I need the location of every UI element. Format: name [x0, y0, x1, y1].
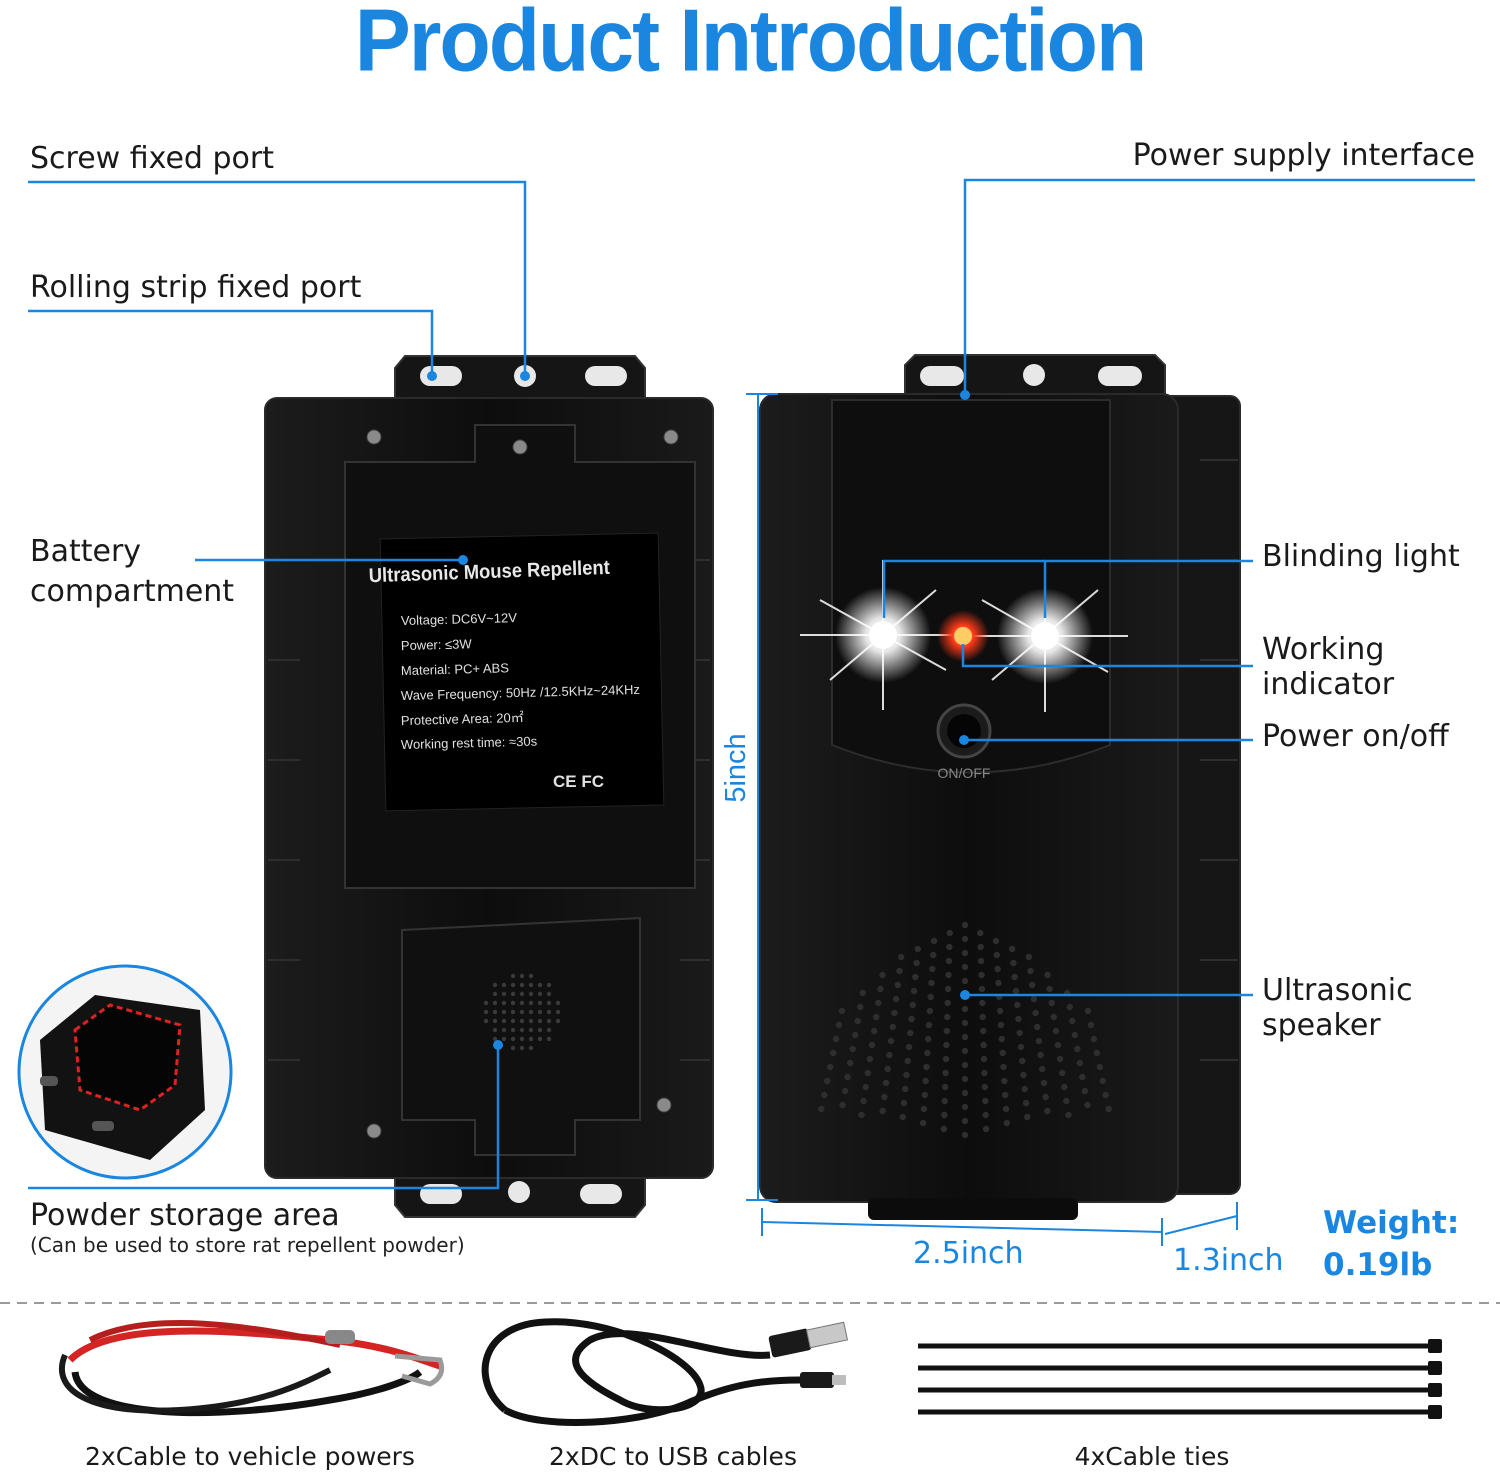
accessory-label: 4xCable ties: [1074, 1442, 1230, 1471]
inset-detail: [17, 964, 233, 1180]
width-dimension: 2.5inch: [913, 1236, 1024, 1271]
device-spec-line: Working rest time: ≈30s: [401, 734, 538, 753]
device-spec-line: Voltage: DC6V~12V: [401, 610, 518, 628]
label-blinding-light: Blinding light: [1262, 539, 1460, 574]
depth-dimension: 1.3inch: [1173, 1243, 1284, 1278]
accessory-usb-cable-icon: [481, 1318, 849, 1426]
device-spec-line: Power: ≤3W: [401, 636, 473, 653]
label-screw-fixed-port: Screw fixed port: [30, 141, 274, 176]
accessory-label: 2xCable to vehicle powers: [85, 1442, 415, 1471]
cert-marks: CE FC: [553, 772, 604, 791]
label-power-supply-interface: Power supply interface: [1132, 138, 1475, 173]
device-back-view: Ultrasonic Mouse Repellent Voltage: DC6V…: [264, 355, 714, 1218]
device-spec-line: Wave Frequency: 50Hz /12.5KHz~24KHz: [401, 682, 640, 703]
accessory-label: 2xDC to USB cables: [549, 1442, 797, 1471]
accessory-vehicle-cable-icon: [58, 1320, 445, 1417]
power-button-text: ON/OFF: [938, 765, 991, 781]
height-dimension: 5inch: [720, 733, 752, 802]
rolling-strip-slot-icon: [420, 366, 462, 386]
label-rolling-strip-fixed-port: Rolling strip fixed port: [30, 270, 362, 305]
callout-lines: [28, 178, 1475, 1190]
label-ultrasonic-speaker: Ultrasonic speaker: [1262, 973, 1413, 1043]
page-title: Product Introduction: [354, 0, 1148, 90]
device-spec-line: Protective Area: 20㎡: [401, 710, 524, 728]
blinding-light-icon: [800, 560, 1128, 712]
callout-dots: [427, 371, 970, 1050]
speaker-grille-back: [483, 973, 561, 1051]
label-battery-compartment: Battery compartment: [30, 534, 235, 609]
label-working-indicator: Working indicator: [1262, 632, 1395, 702]
label-powder-storage-note: (Can be used to store rat repellent powd…: [30, 1233, 465, 1257]
weight-info: Weight: 0.19lb: [1323, 1205, 1460, 1283]
label-powder-storage-area: Powder storage area: [30, 1198, 340, 1233]
label-power-on-off: Power on/off: [1262, 719, 1449, 754]
device-front-view: ON/OFF: [759, 354, 1241, 1220]
dimension-lines: [746, 393, 1238, 1246]
device-spec-line: Material: PC+ ABS: [401, 660, 510, 678]
accessory-cable-ties-icon: [918, 1339, 1442, 1419]
